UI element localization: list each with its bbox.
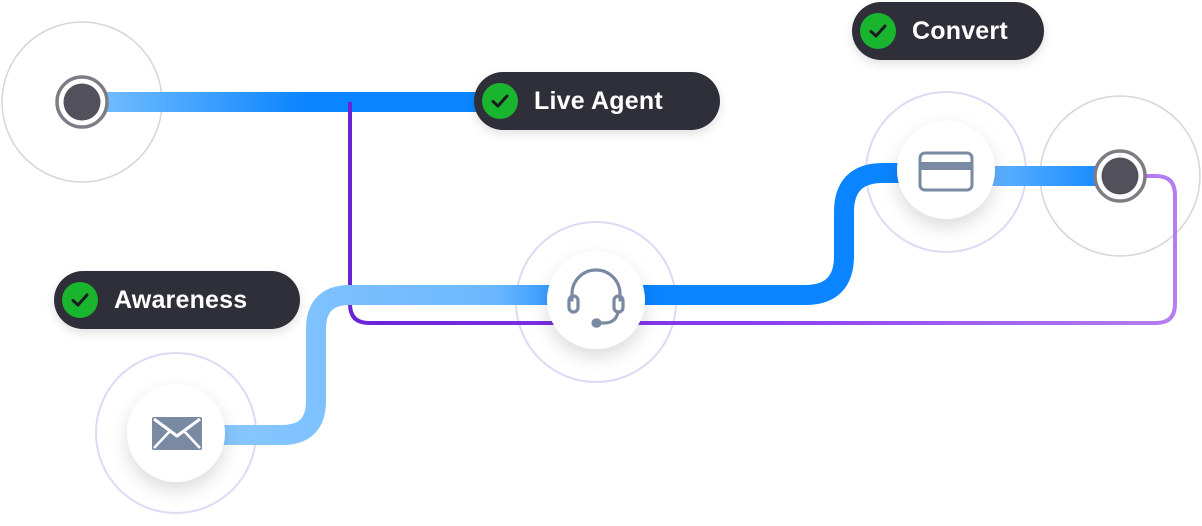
badge-label: Live Agent	[534, 86, 663, 115]
credit-card-icon	[918, 151, 974, 192]
email-node	[127, 384, 225, 482]
live-agent-badge: Live Agent	[474, 72, 720, 130]
check-circle-icon	[860, 13, 896, 49]
badge-label: Awareness	[114, 285, 248, 314]
payment-node	[897, 121, 995, 219]
purple-loop-line	[348, 102, 1177, 325]
email-to-agent-line	[176, 285, 596, 445]
agent-to-payment-line	[596, 163, 946, 305]
convert-badge: Convert	[852, 2, 1044, 60]
start-dot-icon	[55, 75, 109, 129]
headset-icon	[567, 268, 625, 328]
agent-node	[547, 251, 645, 349]
check-circle-icon	[62, 282, 98, 318]
envelope-icon	[152, 417, 202, 450]
awareness-badge: Awareness	[54, 271, 300, 329]
check-circle-icon	[482, 83, 518, 119]
end-dot-icon	[1093, 149, 1147, 203]
badge-label: Convert	[912, 16, 1008, 45]
connector-lines	[72, 92, 1177, 445]
